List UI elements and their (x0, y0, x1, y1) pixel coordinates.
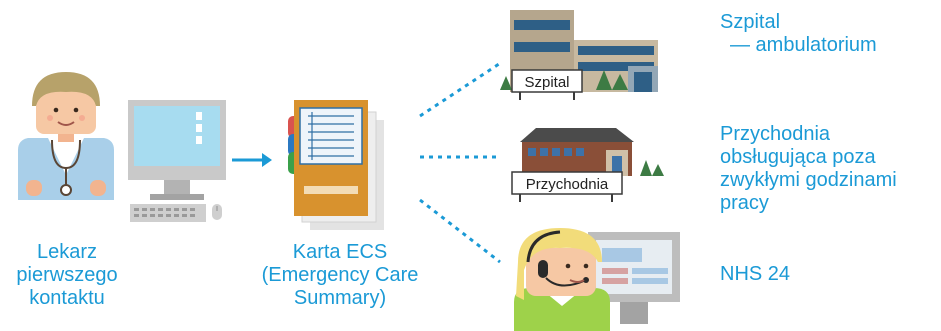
doctor-illustration (18, 72, 114, 200)
clinic-sign-text: Przychodnia (526, 176, 609, 193)
record-label-line: Karta ECS (292, 241, 388, 263)
source-label-line: Lekarz (36, 241, 98, 263)
hospital-label-line: Szpital (720, 11, 781, 33)
hospital-sign-text: Szpital (524, 74, 569, 91)
connector-to-hospital (419, 60, 503, 118)
record-label: Karta ECS (Emergency Care Summary) (255, 241, 425, 310)
source-label: Lekarz pierwszego kontaktu (0, 241, 134, 310)
hospital-label-line: — ambulatorium (730, 34, 877, 56)
ecs-card-illustration (288, 100, 384, 230)
arrow-to-record (232, 153, 272, 167)
dotted-connectors (419, 60, 503, 264)
hospital-label: Szpital — ambulatorium (720, 11, 930, 57)
clinic-label-line: pracy (720, 192, 769, 214)
nhs24-label-line: NHS 24 (720, 263, 791, 285)
desktop-computer-illustration (128, 100, 226, 222)
clinic-label-line: zwykłymi godzinami (720, 169, 897, 191)
call-operator-illustration (514, 228, 680, 331)
clinic-illustration (511, 128, 664, 202)
source-label-line: kontaktu (29, 287, 105, 309)
clinic-label: Przychodnia obsługująca poza zwykłymi go… (720, 123, 940, 215)
clinic-label-line: obsługująca poza (720, 146, 876, 168)
hospital-illustration (500, 10, 658, 100)
nhs24-label: NHS 24 (720, 263, 880, 286)
connector-to-nhs24 (419, 198, 501, 264)
record-label-line: (Emergency Care (261, 264, 419, 286)
clinic-label-line: Przychodnia (720, 123, 831, 145)
record-label-line: Summary) (293, 287, 387, 309)
source-label-line: pierwszego (16, 264, 118, 286)
